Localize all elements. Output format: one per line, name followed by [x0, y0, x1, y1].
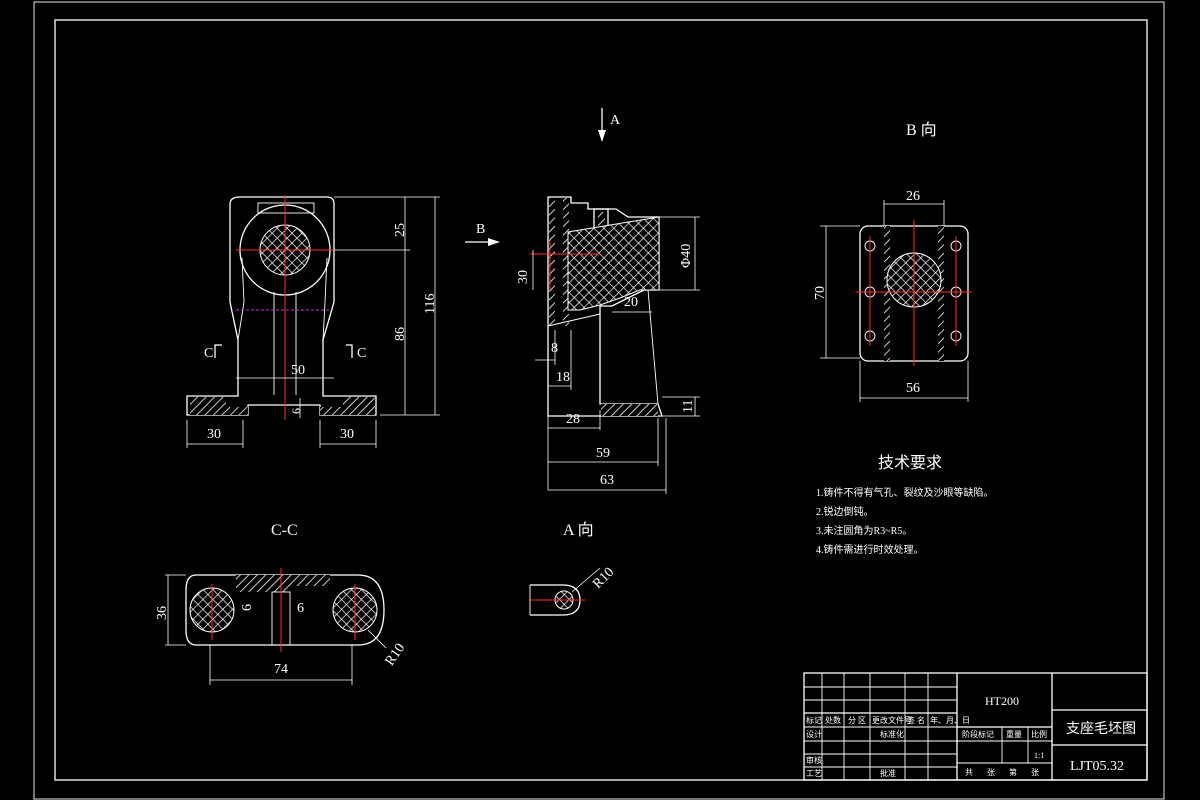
section-mark-c-left: C — [204, 346, 213, 361]
dim-front-116: 116 — [423, 294, 438, 314]
dim-side-20: 20 — [624, 295, 638, 310]
tb-sheets-label: 张 — [987, 768, 995, 777]
tech-item-2: 2.锐边倒钝。 — [816, 505, 874, 518]
tb-material: HT200 — [985, 694, 1019, 708]
dim-front-30-left: 30 — [207, 427, 221, 442]
title-block — [803, 672, 1148, 781]
tb-header-docno: 更改文件号 — [872, 715, 912, 725]
dim-front-86: 86 — [393, 327, 408, 341]
tb-row-check: 审核 — [806, 755, 822, 765]
dim-side-8: 8 — [551, 341, 558, 356]
dim-side-30: 30 — [516, 270, 531, 284]
tb-header-date: 年、月、日 — [930, 715, 970, 725]
dim-b-26: 26 — [906, 189, 920, 204]
tech-item-1: 1.铸件不得有气孔、裂纹及沙眼等缺陷。 — [816, 486, 994, 499]
dim-cc-r10: R10 — [383, 641, 409, 669]
tb-row-std: 标准化 — [880, 729, 904, 739]
a-view — [529, 567, 601, 616]
arrow-a-label: A — [610, 113, 621, 128]
cc-view-label: C-C — [271, 522, 298, 539]
tech-item-4: 4.铸件需进行时效处理。 — [816, 543, 924, 556]
tb-stage-mark: 阶段标记 — [962, 729, 994, 739]
tb-header-sign: 签 名 — [907, 715, 925, 725]
dim-side-59: 59 — [596, 446, 610, 461]
dim-cc-6a: 6 — [240, 604, 255, 611]
dim-cc-36: 36 — [155, 606, 170, 620]
outer-border — [33, 1, 1165, 800]
section-mark-c-right: C — [357, 346, 366, 361]
b-view-label: B 向 — [906, 121, 937, 139]
tb-sheets-total: 共 — [965, 768, 973, 777]
dim-front-25: 25 — [393, 223, 408, 237]
tb-row-design: 设计 — [806, 729, 822, 739]
inner-border — [54, 19, 1148, 781]
cc-section — [165, 568, 387, 685]
side-view — [465, 108, 700, 494]
dim-front-6: 6 — [289, 408, 303, 414]
tb-header-count: 处数 — [825, 715, 841, 725]
tb-sheet-no: 第 — [1009, 767, 1017, 777]
tech-item-3: 3.未注圆角为R3~R5。 — [816, 524, 912, 537]
tech-title: 技术要求 — [878, 454, 942, 472]
dim-a-r10: R10 — [590, 565, 617, 592]
dim-b-70: 70 — [813, 286, 828, 300]
dim-front-50: 50 — [291, 363, 305, 378]
dim-cc-6b: 6 — [297, 601, 304, 616]
tb-row-process: 工艺 — [806, 769, 822, 778]
dim-side-phi40: Φ40 — [679, 244, 694, 268]
dim-side-63: 63 — [600, 473, 614, 488]
tb-row-approve: 批准 — [880, 768, 896, 778]
tb-part-name: 支座毛坯图 — [1066, 721, 1136, 737]
dim-side-11: 11 — [681, 400, 696, 413]
dim-side-28: 28 — [566, 412, 580, 427]
dim-front-30-right: 30 — [340, 427, 354, 442]
front-view — [186, 195, 440, 448]
tb-weight: 重量 — [1006, 729, 1022, 739]
tb-ratio: 比例 — [1031, 729, 1047, 739]
dim-cc-74: 74 — [274, 662, 288, 677]
b-view — [820, 200, 972, 402]
tb-sheet-label: 张 — [1031, 768, 1039, 777]
tb-header-mark: 标记 — [806, 715, 822, 725]
dim-side-18: 18 — [556, 370, 570, 385]
a-view-label: A 向 — [563, 521, 594, 539]
dim-b-56: 56 — [906, 381, 920, 396]
arrow-b-label: B — [476, 222, 485, 237]
tb-drawing-no: LJT05.32 — [1070, 759, 1124, 774]
tb-scale: 1:1 — [1034, 751, 1044, 760]
tb-header-zone: 分 区 — [848, 716, 866, 725]
